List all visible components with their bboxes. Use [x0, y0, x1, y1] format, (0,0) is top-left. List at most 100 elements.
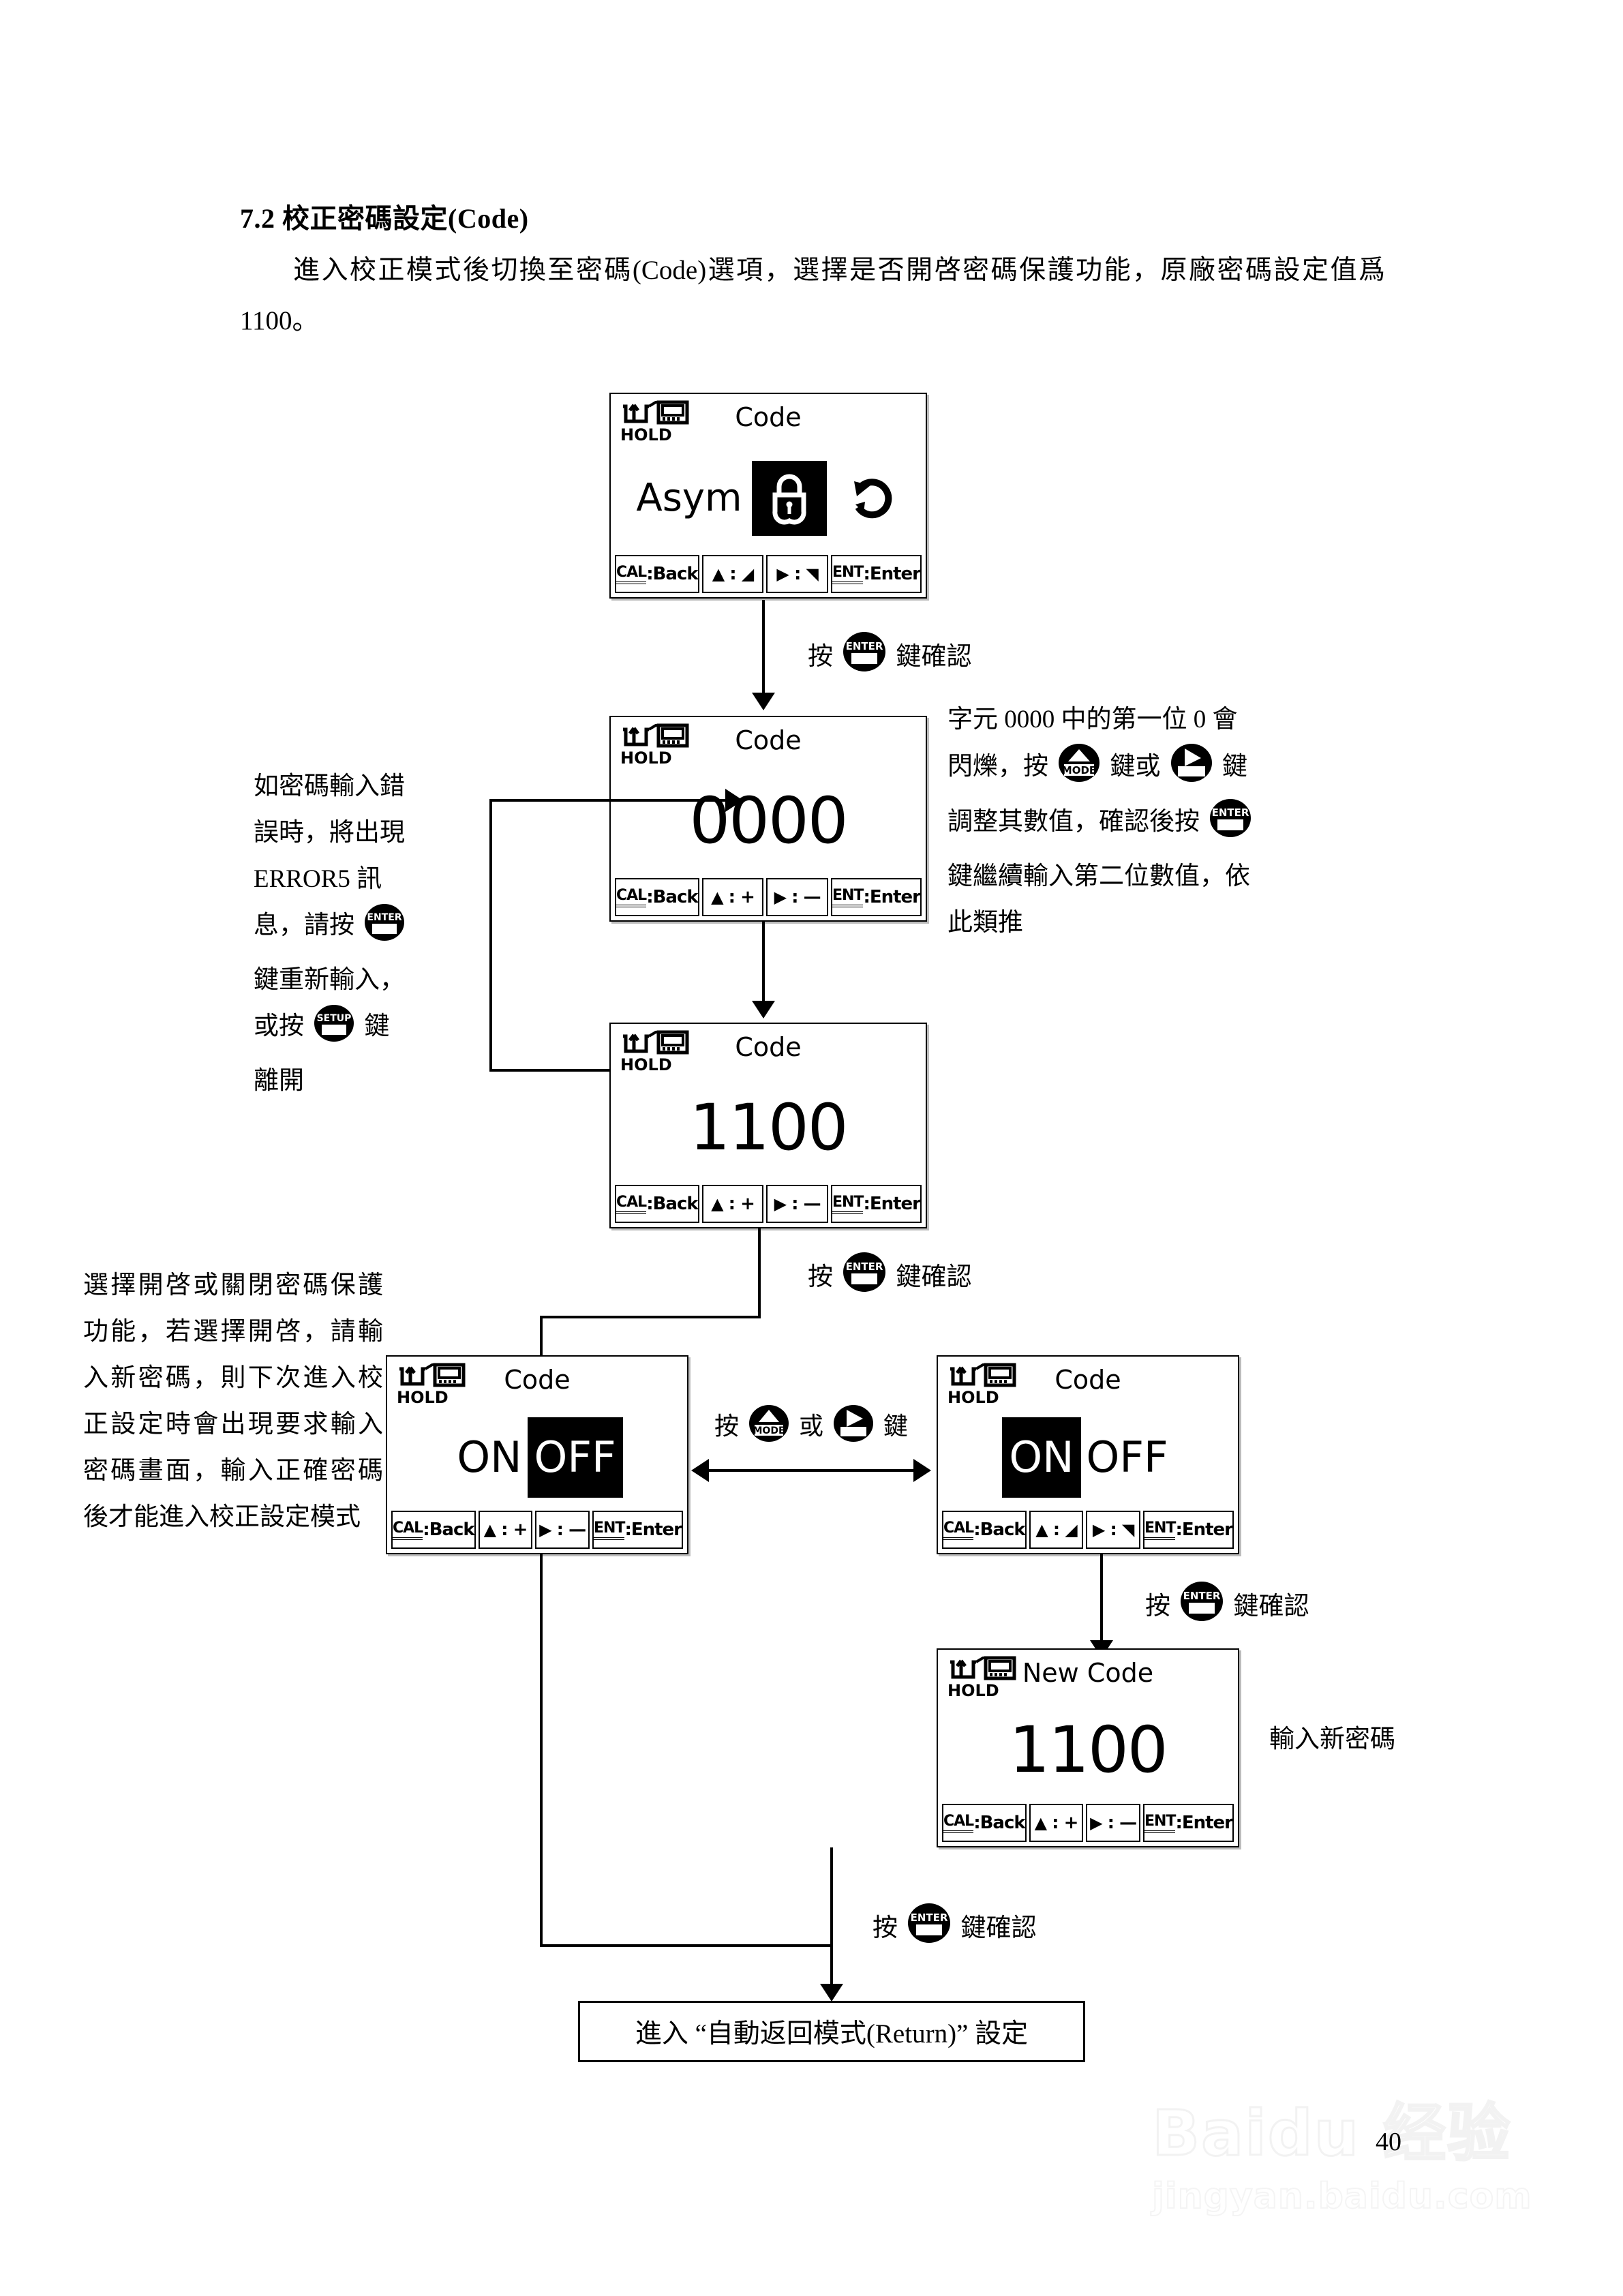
enter-key-icon: ENTER — [843, 631, 886, 687]
section-heading: 7.2 校正密碼設定(Code) — [240, 203, 529, 234]
softkey-back[interactable]: CAL:Back — [615, 1185, 699, 1223]
feedback-line-bottom — [489, 1069, 612, 1072]
enter-key-icon: ENTER — [1181, 1580, 1224, 1637]
softkey-enter[interactable]: ENT:Enter — [830, 1185, 922, 1223]
softkey-bar[interactable]: CAL:Back ▲ : + ▶ : — ENT:Enter — [615, 878, 922, 916]
flow-line-3c — [540, 1316, 543, 1391]
softkey-enter[interactable]: ENT:Enter — [830, 878, 922, 916]
new-code-value: 1100 — [1009, 1713, 1168, 1787]
softkey-back[interactable]: CAL:Back — [391, 1511, 476, 1549]
hold-indicator-icon: HOLD — [619, 399, 690, 443]
svg-text:SETUP: SETUP — [317, 1013, 352, 1024]
softkey-bar[interactable]: CAL:Back ▲ : ◢ ▶ : ◥ ENT:Enter — [615, 555, 922, 593]
flow-line-merge — [540, 1944, 833, 1947]
flow-label-enter-3: 按 ENTER 鍵確認 — [1145, 1580, 1309, 1637]
flow-label-enter-1: 按 ENTER 鍵確認 — [808, 631, 972, 687]
softkey-enter[interactable]: ENT:Enter — [1142, 1804, 1234, 1842]
flow-line-to-box — [830, 1944, 833, 1999]
softkey-decrement[interactable]: ▶ : — — [1086, 1804, 1140, 1842]
lcd-panel-code-off[interactable]: HOLD Code ON OFF CAL:Back ▲ : + ▶ : — EN… — [386, 1355, 688, 1554]
softkey-decrement[interactable]: ▶ : — — [535, 1511, 590, 1549]
svg-text:ENTER: ENTER — [1183, 1590, 1221, 1602]
note-new-code: 輸入新密碼 — [1269, 1725, 1395, 1753]
svg-text:MODE: MODE — [753, 1425, 785, 1436]
softkey-bar[interactable]: CAL:Back ▲ : + ▶ : — ENT:Enter — [942, 1804, 1234, 1842]
svg-text:ENTER: ENTER — [367, 912, 402, 923]
asym-label: Asym — [636, 476, 742, 520]
softkey-right-coarse[interactable]: ▶ : ◥ — [766, 555, 828, 593]
flow-arrowhead-2 — [752, 1001, 775, 1018]
bidirectional-arrowhead-left — [691, 1459, 709, 1482]
return-mode-box[interactable]: 進入 “自動返回模式(Return)” 設定 — [578, 2001, 1085, 2062]
svg-text:ENTER: ENTER — [846, 1260, 883, 1273]
enter-key-icon: ENTER — [365, 903, 405, 957]
watermark-url: jingyan.baidu.com — [1151, 2175, 1532, 2218]
lcd-title: Code — [735, 402, 802, 432]
feedback-line-left — [489, 799, 492, 1072]
note-enable-protection: 選擇開啓或關閉密碼保護功能，若選擇開啓，請輸入新密碼，則下次進入校正設定時會出現… — [83, 1271, 383, 1531]
code-value: 1100 — [689, 1091, 848, 1165]
svg-text:MODE: MODE — [1062, 764, 1096, 776]
svg-text:ENTER: ENTER — [911, 1912, 948, 1924]
lcd-title: Code — [1055, 1365, 1121, 1395]
enter-key-icon: ENTER — [843, 1251, 886, 1308]
softkey-back[interactable]: CAL:Back — [942, 1804, 1027, 1842]
svg-text:ENTER: ENTER — [1212, 806, 1249, 819]
mode-key-icon: MODE — [1059, 743, 1100, 798]
lcd-panel-code-0000[interactable]: HOLD Code 0000 CAL:Back ▲ : + ▶ : — ENT:… — [609, 716, 927, 922]
bidirectional-line — [709, 1469, 913, 1472]
note-error5: 如密碼輸入錯 誤時，將出現 ERROR5 訊 息，請按 ENTER 鍵重新輸入，… — [254, 772, 405, 1095]
flow-line-1 — [762, 600, 765, 695]
softkey-enter[interactable]: ENT:Enter — [830, 555, 922, 593]
softkey-right-coarse[interactable]: ▶ : ◥ — [1086, 1511, 1140, 1549]
option-on[interactable]: ON — [457, 1432, 522, 1482]
flow-line-3b — [540, 1316, 761, 1318]
softkey-bar[interactable]: CAL:Back ▲ : + ▶ : — ENT:Enter — [615, 1185, 922, 1223]
hold-indicator-icon: HOLD — [619, 723, 690, 766]
softkey-enter[interactable]: ENT:Enter — [592, 1511, 683, 1549]
softkey-enter[interactable]: ENT:Enter — [1142, 1511, 1234, 1549]
option-on-selected[interactable]: ON — [1002, 1417, 1081, 1498]
softkey-decrement[interactable]: ▶ : — — [766, 878, 828, 916]
softkey-up-coarse[interactable]: ▲ : ◢ — [701, 555, 764, 593]
lcd-panel-code-on[interactable]: HOLD Code ON OFF CAL:Back ▲ : ◢ ▶ : ◥ EN… — [937, 1355, 1239, 1554]
feedback-arrowhead — [725, 789, 743, 812]
svg-text:HOLD: HOLD — [947, 1388, 999, 1406]
softkey-decrement[interactable]: ▶ : — — [766, 1185, 828, 1223]
softkey-increment[interactable]: ▲ : + — [701, 1185, 764, 1223]
softkey-back[interactable]: CAL:Back — [942, 1511, 1027, 1549]
flow-label-enter-2: 按 ENTER 鍵確認 — [808, 1251, 972, 1308]
svg-text:HOLD: HOLD — [620, 749, 672, 766]
lcd-panel-code-lock[interactable]: HOLD Code Asym — [609, 393, 927, 599]
softkey-up-coarse[interactable]: ▲ : ◢ — [1029, 1511, 1084, 1549]
enter-key-icon: ENTER — [908, 1902, 951, 1959]
softkey-back[interactable]: CAL:Back — [615, 555, 699, 593]
lcd-panel-code-1100[interactable]: HOLD Code 1100 CAL:Back ▲ : + ▶ : — ENT:… — [609, 1023, 927, 1228]
option-off-selected[interactable]: OFF — [527, 1417, 623, 1498]
lcd-panel-new-code[interactable]: HOLD New Code 1100 CAL:Back ▲ : + ▶ : — … — [937, 1648, 1239, 1847]
hold-label: HOLD — [620, 425, 672, 443]
note-digit-entry: 字元 0000 中的第一位 0 會 閃爍，按 MODE 鍵或 鍵 — [947, 706, 1252, 937]
lcd-title: New Code — [1022, 1658, 1154, 1688]
page-number: 40 — [1376, 2128, 1401, 2156]
flow-line-newcode-down — [830, 1847, 833, 1947]
softkey-bar[interactable]: CAL:Back ▲ : + ▶ : — ENT:Enter — [391, 1511, 683, 1549]
softkey-bar[interactable]: CAL:Back ▲ : ◢ ▶ : ◥ ENT:Enter — [942, 1511, 1234, 1549]
svg-text:HOLD: HOLD — [397, 1388, 449, 1406]
softkey-increment[interactable]: ▲ : + — [478, 1511, 533, 1549]
svg-text:HOLD: HOLD — [947, 1681, 999, 1699]
lock-icon[interactable] — [751, 461, 827, 536]
enter-key-icon: ENTER — [1210, 798, 1252, 854]
lcd-title: Code — [735, 725, 802, 755]
flow-line-3a — [758, 1228, 761, 1318]
right-key-icon — [834, 1404, 874, 1456]
softkey-increment[interactable]: ▲ : + — [701, 878, 764, 916]
flow-label-mode-or-right: 按 MODE 或 鍵 — [714, 1404, 908, 1456]
lcd-title: Code — [504, 1365, 571, 1395]
option-off[interactable]: OFF — [1086, 1432, 1168, 1482]
mode-key-icon: MODE — [749, 1404, 789, 1456]
intro-paragraph: 進入校正模式後切換至密碼(Code)選項，選擇是否開啓密碼保護功能，原廠密碼設定… — [240, 256, 1385, 335]
hold-indicator-icon: HOLD — [619, 1029, 690, 1073]
softkey-increment[interactable]: ▲ : + — [1029, 1804, 1084, 1842]
softkey-back[interactable]: CAL:Back — [615, 878, 699, 916]
